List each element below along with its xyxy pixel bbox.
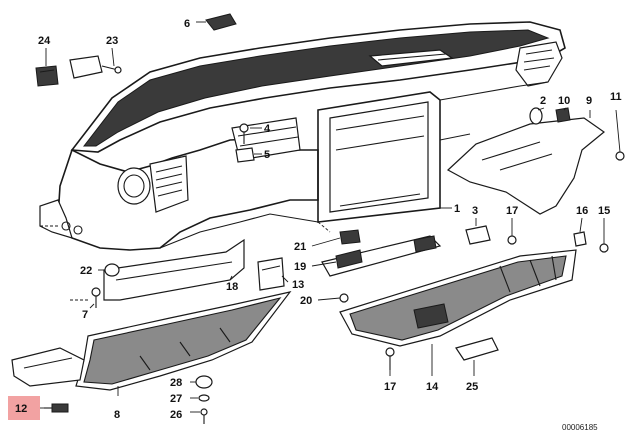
label-part-22[interactable]: 22 <box>80 265 92 277</box>
label-part-21[interactable]: 21 <box>294 241 306 253</box>
label-part-24[interactable]: 24 <box>38 35 51 47</box>
buffer-part-28 <box>195 375 213 389</box>
washer-part-27 <box>198 394 210 402</box>
label-part-19[interactable]: 19 <box>294 261 306 273</box>
label-part-17-upper[interactable]: 17 <box>506 205 518 217</box>
clip-part-3 <box>465 225 491 245</box>
nut-part-20 <box>339 293 349 303</box>
screw-part-17-upper <box>507 235 517 245</box>
label-part-12[interactable]: 12 <box>15 403 27 415</box>
label-part-25[interactable]: 25 <box>466 381 478 393</box>
clip-part-23 <box>69 55 122 79</box>
bracket-part-19 <box>321 235 442 277</box>
label-part-2[interactable]: 2 <box>540 95 546 107</box>
label-part-20[interactable]: 20 <box>300 295 312 307</box>
label-part-26[interactable]: 26 <box>170 409 182 421</box>
clip-part-24 <box>35 65 59 87</box>
screw-part-12 <box>44 403 69 413</box>
screw-part-26 <box>200 408 208 424</box>
label-part-17-lower[interactable]: 17 <box>384 381 396 393</box>
bulb-part-2 <box>529 107 543 125</box>
panel-part-18 <box>103 238 245 301</box>
dashboard-trim-part-1 <box>39 21 566 251</box>
screw-part-4 <box>239 123 249 144</box>
label-part-16[interactable]: 16 <box>576 205 588 217</box>
label-part-18[interactable]: 18 <box>226 281 238 293</box>
label-part-10[interactable]: 10 <box>558 95 570 107</box>
label-part-6[interactable]: 6 <box>184 18 190 30</box>
label-part-7[interactable]: 7 <box>82 309 88 321</box>
grommet-part-22 <box>104 263 120 277</box>
nut-part-5 <box>235 147 255 163</box>
part-number-labels: 6 24 23 4 5 2 10 9 11 1 3 17 16 15 21 19… <box>15 18 622 432</box>
screw-part-7 <box>91 287 101 308</box>
screw-part-11 <box>615 109 625 161</box>
label-part-4[interactable]: 4 <box>264 123 271 135</box>
label-part-9[interactable]: 9 <box>586 95 592 107</box>
clip-part-21 <box>339 229 361 245</box>
label-part-8[interactable]: 8 <box>114 409 120 421</box>
side-trim-part-9 <box>446 117 605 215</box>
clip-part-10 <box>555 107 571 123</box>
bracket-part-13 <box>257 257 285 291</box>
label-part-15[interactable]: 15 <box>598 205 610 217</box>
label-part-14[interactable]: 14 <box>426 381 439 393</box>
clip-part-16 <box>573 231 587 247</box>
label-part-11[interactable]: 11 <box>610 91 622 103</box>
label-part-13[interactable]: 13 <box>292 279 304 291</box>
part-12-highlight <box>8 396 40 420</box>
label-part-27[interactable]: 27 <box>170 393 182 405</box>
screw-part-17-lower <box>385 347 395 370</box>
leader-lines <box>40 21 605 413</box>
label-part-23[interactable]: 23 <box>106 35 118 47</box>
label-part-28[interactable]: 28 <box>170 377 182 389</box>
clip-part-6 <box>205 13 237 31</box>
label-part-3[interactable]: 3 <box>472 205 478 217</box>
figure-id: 00006185 <box>562 423 598 432</box>
label-part-5[interactable]: 5 <box>264 149 270 161</box>
knee-panel-part-8 <box>11 291 292 391</box>
lower-tray-part-14 <box>339 249 577 361</box>
screw-part-15 <box>599 243 609 253</box>
label-part-1[interactable]: 1 <box>454 203 460 215</box>
